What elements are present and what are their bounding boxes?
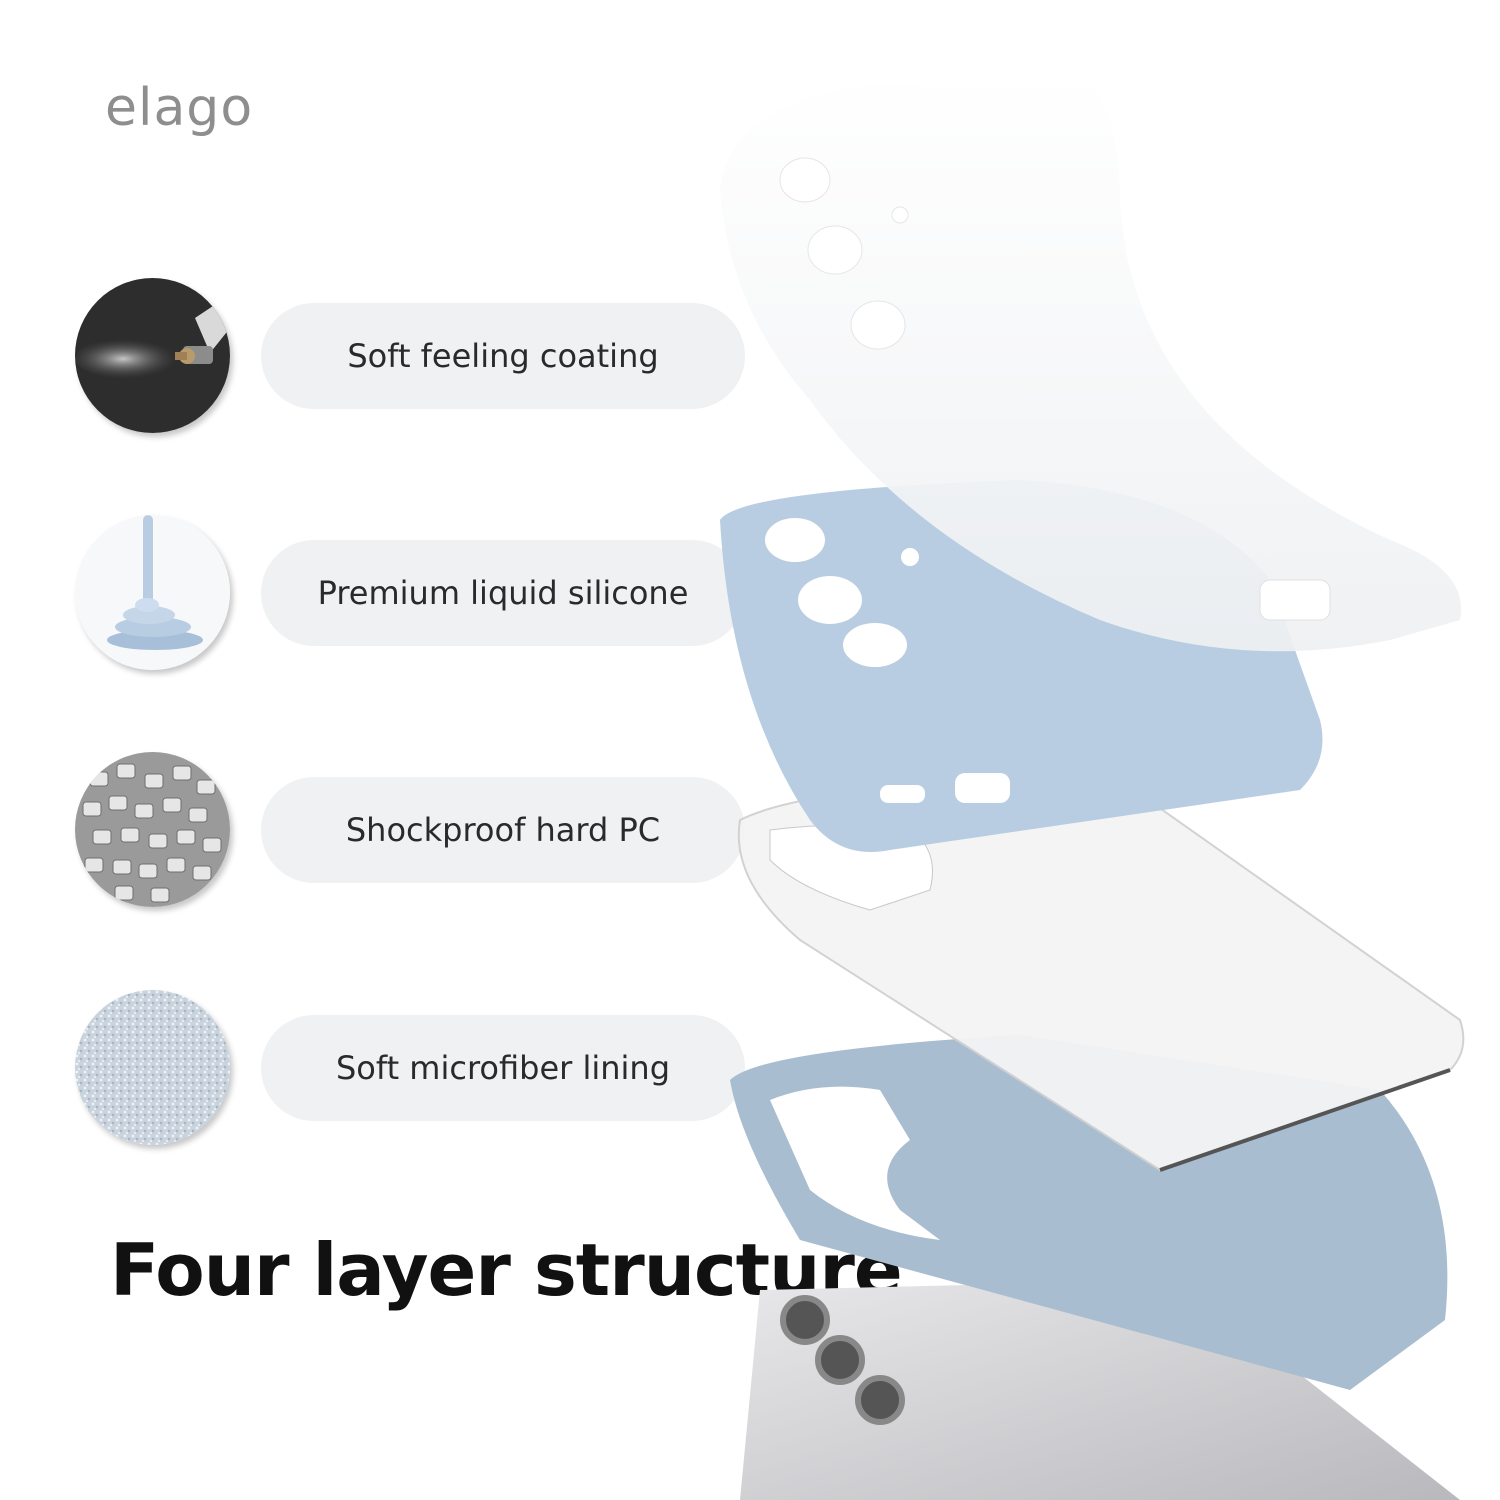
feature-label-microfiber: Soft microfiber lining [261,1015,745,1121]
pc-pellets-icon [75,752,230,907]
feature-row-silicone: Premium liquid silicone [75,515,755,675]
liquid-silicone-icon [75,515,230,670]
coating-layer [720,70,1462,652]
feature-row-pc: Shockproof hard PC [75,752,755,912]
microfiber-icon [75,990,230,1145]
brand-logo: elago [105,78,254,138]
phone-body [740,1280,1460,1500]
feature-label-silicone: Premium liquid silicone [261,540,745,646]
spray-nozzle-icon [75,278,230,433]
feature-row-coating: Soft feeling coating [75,278,755,438]
feature-label-coating: Soft feeling coating [261,303,745,409]
case-layers-illustration [720,70,1465,1500]
feature-row-microfiber: Soft microfiber lining [75,990,755,1150]
feature-label-pc: Shockproof hard PC [261,777,745,883]
